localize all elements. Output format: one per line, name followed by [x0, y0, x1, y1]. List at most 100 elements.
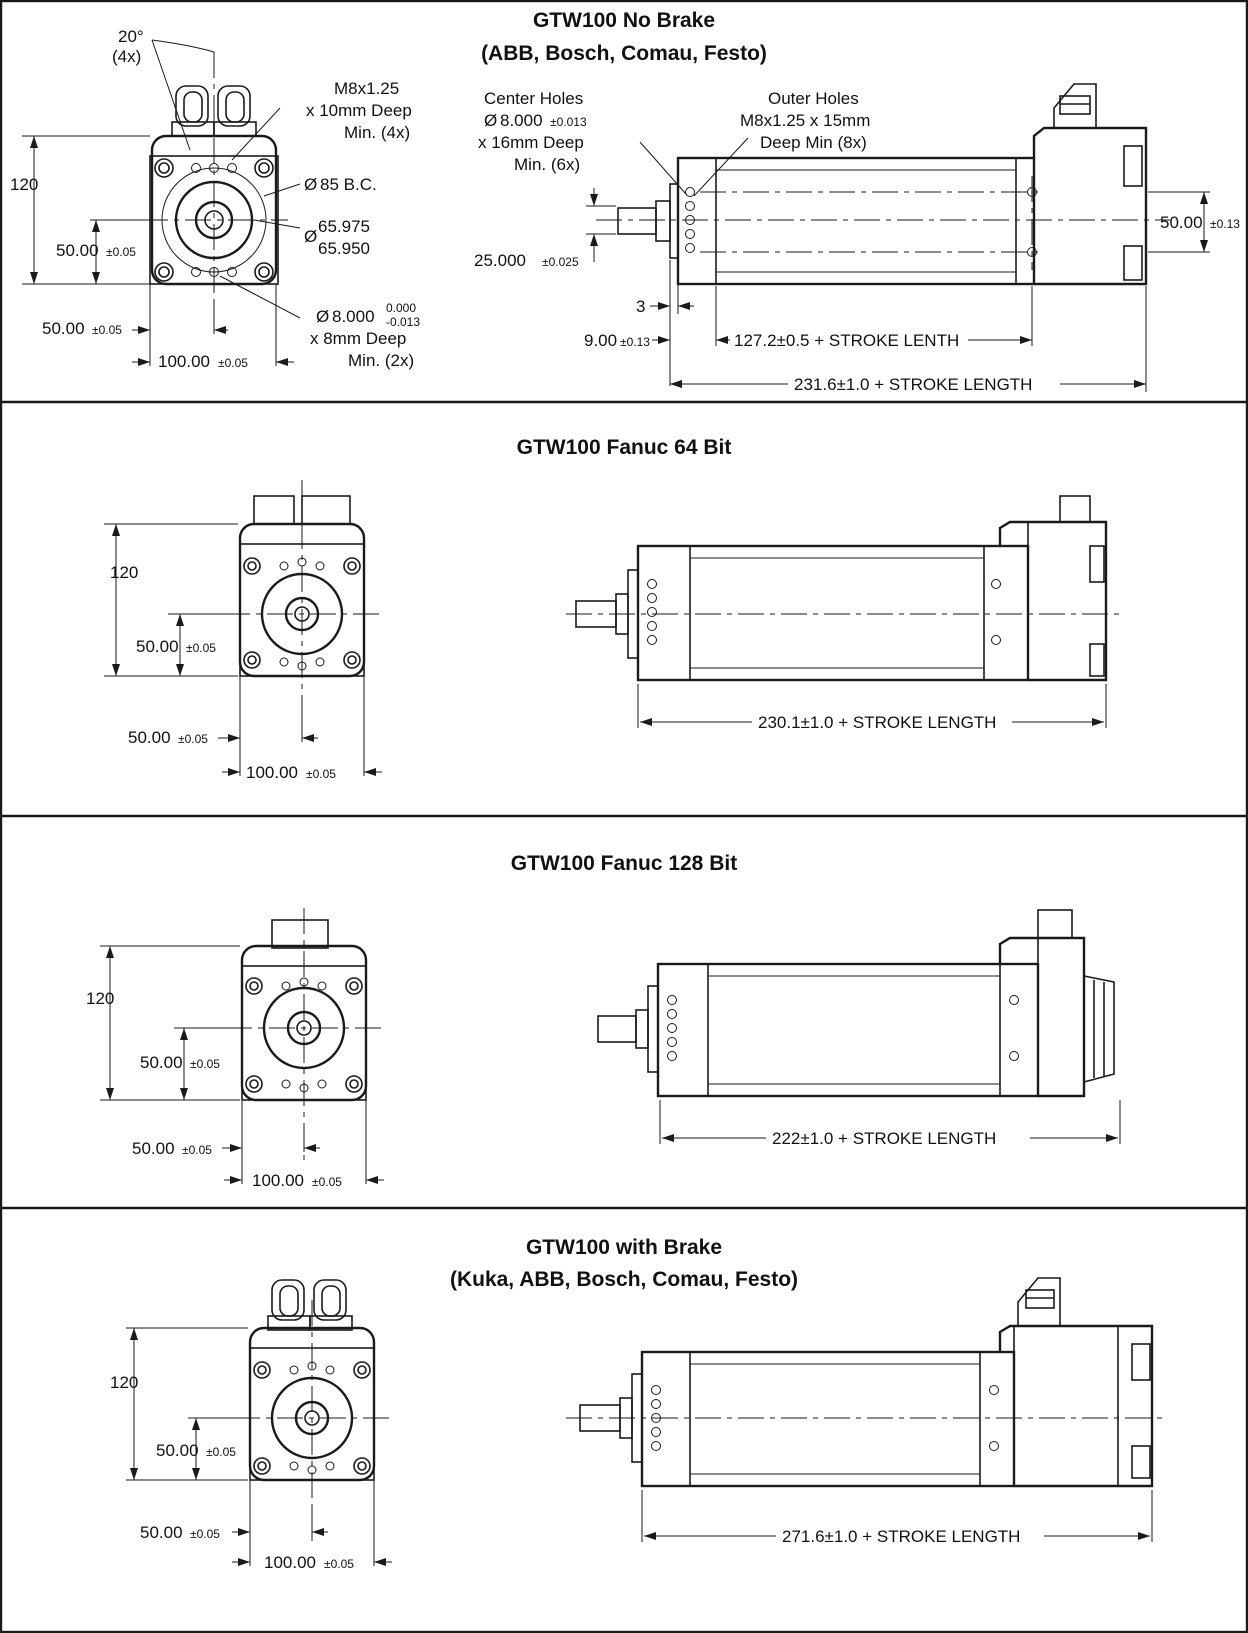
svg-text:±0.05: ±0.05 [190, 1527, 220, 1541]
svg-text:8.000: 8.000 [332, 307, 375, 326]
actuator-body [636, 544, 1030, 682]
length-label: 271.6±1.0 + STROKE LENGTH [782, 1527, 1020, 1546]
mount-hole-icon [647, 579, 1001, 645]
svg-text:±0.05: ±0.05 [186, 641, 216, 655]
svg-text:120: 120 [110, 563, 138, 582]
svg-text:8.000: 8.000 [500, 111, 543, 130]
motor-housing [998, 1324, 1154, 1488]
section-fanuc-64: GTW100 Fanuc 64 Bit [104, 436, 1122, 782]
svg-text:±0.05: ±0.05 [178, 732, 208, 746]
svg-text:65.975: 65.975 [318, 217, 370, 236]
section-title: GTW100 Fanuc 128 Bit [511, 852, 737, 875]
section-subtitle: (ABB, Bosch, Comau, Festo) [481, 42, 767, 65]
connector-icon [267, 1279, 353, 1331]
svg-text:100.00: 100.00 [252, 1171, 304, 1190]
svg-text:25.000: 25.000 [474, 251, 526, 270]
svg-text:100.00: 100.00 [264, 1553, 316, 1572]
section-title: GTW100 with Brake [526, 1236, 722, 1259]
connector-icon [253, 495, 295, 525]
svg-text:Outer Holes: Outer Holes [768, 89, 859, 108]
connector-icon [271, 919, 329, 949]
svg-text:±0.05: ±0.05 [206, 1445, 236, 1459]
front-view [234, 1279, 390, 1544]
mount-hole-icon [651, 1385, 999, 1451]
svg-text:±0.05: ±0.05 [306, 767, 336, 781]
svg-text:50.00: 50.00 [156, 1441, 199, 1460]
motor-housing [998, 936, 1086, 1098]
svg-text:50.00: 50.00 [140, 1053, 183, 1072]
svg-text:9.00: 9.00 [584, 331, 617, 350]
side-dimensions [586, 137, 1210, 392]
svg-text:(4x): (4x) [112, 47, 141, 66]
side-view [566, 495, 1122, 728]
svg-text:127.2±0.5 + STROKE LENTH: 127.2±0.5 + STROKE LENTH [734, 331, 959, 350]
corner-bolt-icon [253, 1361, 371, 1475]
dimension-lines [22, 39, 301, 366]
section-fanuc-128: GTW100 Fanuc 128 Bit [86, 852, 1121, 1190]
svg-text:Min. (6x): Min. (6x) [514, 155, 580, 174]
actuator-body [656, 962, 1040, 1098]
svg-text:0.000: 0.000 [386, 301, 416, 315]
section-with-brake: GTW100 with Brake (Kuka, ABB, Bosch, Com… [110, 1236, 1168, 1572]
motor-housing [998, 520, 1108, 682]
svg-text:Ø: Ø [304, 175, 317, 194]
section-subtitle: (Kuka, ABB, Bosch, Comau, Festo) [450, 1268, 798, 1291]
connector-icon [1037, 909, 1115, 1083]
side-view [596, 83, 1170, 286]
front-view [226, 908, 382, 1160]
svg-text:x 10mm Deep: x 10mm Deep [306, 101, 412, 120]
svg-text:±0.13: ±0.13 [620, 335, 650, 349]
length-label: 230.1±1.0 + STROKE LENGTH [758, 713, 996, 732]
svg-text:±0.025: ±0.025 [542, 255, 579, 269]
svg-text:Ø: Ø [316, 307, 329, 326]
connector-icon [1053, 83, 1097, 128]
corner-bolt-icon [154, 158, 274, 282]
svg-text:±0.05: ±0.05 [324, 1557, 354, 1571]
motor-housing [1032, 126, 1148, 286]
corner-bolt-icon [245, 977, 363, 1093]
side-view [597, 909, 1121, 1144]
length-label: 222±1.0 + STROKE LENGTH [772, 1129, 996, 1148]
section-title: GTW100 Fanuc 64 Bit [517, 436, 732, 459]
connector-icon [1059, 495, 1091, 523]
svg-text:Ø: Ø [484, 111, 497, 130]
front-view-labels: 120 50.00 ±0.05 50.00 ±0.05 100.00 ±0.05 [86, 989, 342, 1190]
svg-text:M8x1.25: M8x1.25 [334, 79, 399, 98]
front-view-labels: 120 50.00 ±0.05 50.00 ±0.05 100.00 ±0.05 [110, 563, 336, 782]
svg-text:50.00: 50.00 [1160, 213, 1203, 232]
svg-text:±0.013: ±0.013 [550, 115, 587, 129]
svg-text:-0.013: -0.013 [386, 315, 420, 329]
corner-bolt-icon [243, 557, 361, 669]
svg-text:±0.13: ±0.13 [1210, 217, 1240, 231]
svg-text:65.950: 65.950 [318, 239, 370, 258]
svg-text:Min. (2x): Min. (2x) [348, 351, 414, 370]
mount-hole-icon [685, 187, 1037, 257]
svg-text:120: 120 [110, 1373, 138, 1392]
svg-text:50.00: 50.00 [128, 728, 171, 747]
svg-text:120: 120 [86, 989, 114, 1008]
svg-text:50.00: 50.00 [140, 1523, 183, 1542]
svg-text:85 B.C.: 85 B.C. [320, 175, 377, 194]
svg-text:Ø: Ø [304, 227, 317, 246]
front-view-labels: 20° (4x) M8x1.25 x 10mm Deep Min. (4x) Ø… [10, 27, 420, 371]
connector-icon [301, 495, 351, 525]
svg-text:±0.05: ±0.05 [182, 1143, 212, 1157]
svg-text:50.00: 50.00 [136, 637, 179, 656]
svg-text:M8x1.25 x 15mm: M8x1.25 x 15mm [740, 111, 870, 130]
svg-text:3: 3 [636, 297, 645, 316]
svg-text:Min. (4x): Min. (4x) [344, 123, 410, 142]
actuator-body [676, 156, 1036, 286]
svg-text:100.00: 100.00 [246, 763, 298, 782]
svg-text:x 16mm Deep: x 16mm Deep [478, 133, 584, 152]
svg-text:50.00: 50.00 [56, 241, 99, 260]
side-view [566, 1277, 1168, 1542]
connector-icon [1017, 1277, 1061, 1326]
front-view [142, 52, 288, 330]
svg-text:Deep Min (8x): Deep Min (8x) [760, 133, 867, 152]
svg-text:Center Holes: Center Holes [484, 89, 583, 108]
actuator-body [640, 1350, 1016, 1488]
front-view-labels: 120 50.00 ±0.05 50.00 ±0.05 100.00 ±0.05 [110, 1373, 354, 1572]
svg-text:231.6±1.0 + STROKE LENGTH: 231.6±1.0 + STROKE LENGTH [794, 375, 1032, 394]
actuator-rod [617, 207, 657, 235]
